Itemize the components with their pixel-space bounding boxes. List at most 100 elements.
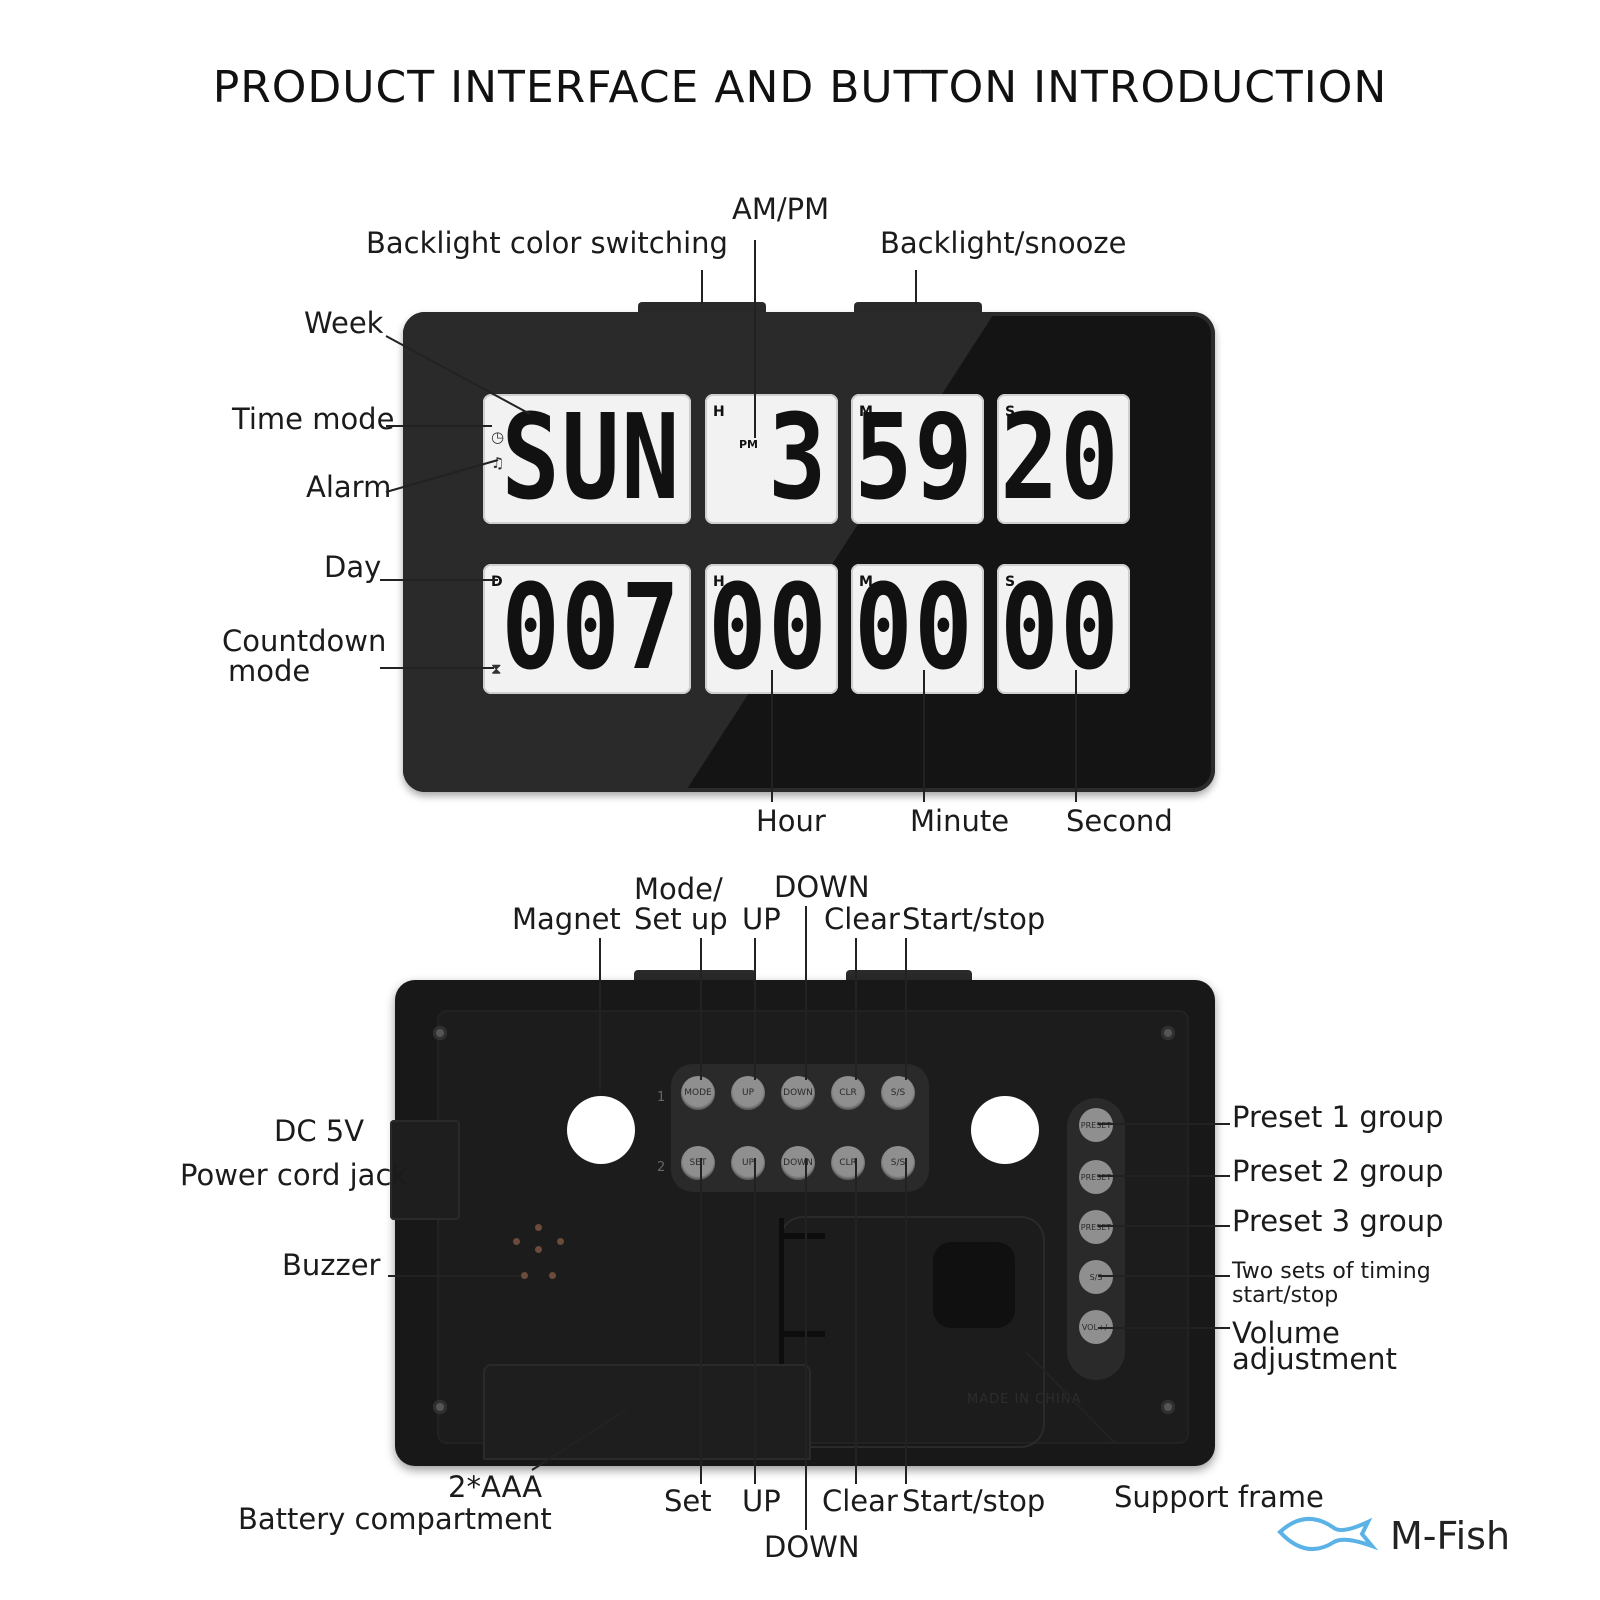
- front-display-device: ◷ ♫ SUN H PM 3 M 59 S 20 D ⧗ 007 H 00 M …: [403, 312, 1215, 792]
- brand-logo-text: M-Fish: [1390, 1514, 1511, 1558]
- label-alarm: Alarm: [306, 470, 392, 504]
- countdown-second-tag: S: [1005, 574, 1016, 590]
- label-start-stop-bottom: Start/stop: [902, 1484, 1046, 1518]
- label-two-sets-2: start/stop: [1232, 1283, 1339, 1308]
- down-button-2[interactable]: DOWN: [781, 1146, 815, 1180]
- top-button-left[interactable]: [634, 970, 756, 980]
- countdown-minute-tag: M: [859, 574, 873, 590]
- label-support-frame: Support frame: [1114, 1480, 1324, 1514]
- week-value: SUN: [501, 394, 681, 524]
- preset-2-button[interactable]: PRESET: [1079, 1160, 1113, 1194]
- screw-icon: [433, 1026, 447, 1040]
- label-preset-2: Preset 2 group: [1232, 1154, 1444, 1188]
- label-start-stop-top: Start/stop: [902, 902, 1046, 936]
- countdown-hour-cell: H 00: [705, 564, 838, 694]
- button-panel: MODE UP DOWN CLR S/S SET UP DOWN CLR S/S: [671, 1064, 929, 1192]
- up-button-1[interactable]: UP: [731, 1076, 765, 1110]
- row-number-1: 1: [657, 1090, 666, 1105]
- label-buzzer: Buzzer: [282, 1248, 381, 1282]
- magnet-left: [567, 1096, 635, 1164]
- label-preset-3: Preset 3 group: [1232, 1204, 1444, 1238]
- clock-icon: ◷: [491, 428, 505, 446]
- hour-tag: H: [713, 404, 725, 420]
- volume-button[interactable]: VOL+/-: [1079, 1310, 1113, 1344]
- row-number-2: 2: [657, 1160, 666, 1175]
- mode-button-1[interactable]: MODE: [681, 1076, 715, 1110]
- up-button-2[interactable]: UP: [731, 1146, 765, 1180]
- page-title: PRODUCT INTERFACE AND BUTTON INTRODUCTIO…: [212, 62, 1388, 113]
- screw-icon: [433, 1400, 447, 1414]
- hourglass-icon: ⧗: [491, 660, 502, 678]
- label-backlight-snooze: Backlight/snooze: [880, 226, 1127, 260]
- countdown-second-value: 00: [1000, 564, 1120, 694]
- minute-cell: M 59: [851, 394, 984, 524]
- set-button-2[interactable]: SET: [681, 1146, 715, 1180]
- label-up-top: UP: [742, 902, 781, 936]
- label-dc-2: Power cord jack: [180, 1158, 409, 1192]
- countdown-second-cell: S 00: [997, 564, 1130, 694]
- preset-3-button[interactable]: PRESET: [1079, 1210, 1113, 1244]
- second-tag: S: [1005, 404, 1016, 420]
- label-two-sets-1: Two sets of timing: [1232, 1259, 1431, 1284]
- label-up-bottom: UP: [742, 1484, 781, 1518]
- clear-button-2[interactable]: CLR: [831, 1146, 865, 1180]
- hour-cell: H PM 3: [705, 394, 838, 524]
- down-button-1[interactable]: DOWN: [781, 1076, 815, 1110]
- countdown-minute-value: 00: [854, 564, 974, 694]
- backlight-snooze-button[interactable]: [854, 302, 982, 312]
- label-battery-2: Battery compartment: [238, 1502, 552, 1536]
- two-sets-start-stop-button[interactable]: S/S: [1079, 1260, 1113, 1294]
- fish-logo-icon: [1277, 1516, 1379, 1551]
- preset-1-button[interactable]: PRESET: [1079, 1108, 1113, 1142]
- label-volume-1: Volume: [1232, 1316, 1340, 1350]
- label-second: Second: [1066, 804, 1173, 838]
- label-clear-bottom: Clear: [822, 1484, 898, 1518]
- label-mode-1: Mode/: [634, 872, 723, 906]
- support-frame-pad: [933, 1242, 1015, 1328]
- second-value: 20: [1000, 394, 1120, 524]
- countdown-hour-value: 00: [708, 564, 828, 694]
- label-down-bottom: DOWN: [764, 1530, 860, 1564]
- magnet-right: [971, 1096, 1039, 1164]
- minute-tag: M: [859, 404, 873, 420]
- label-magnet: Magnet: [512, 902, 621, 936]
- day-tag: D: [491, 574, 503, 590]
- label-countdown-2: mode: [228, 654, 311, 688]
- label-mode-2: Set up: [634, 902, 728, 936]
- minute-value: 59: [854, 394, 974, 524]
- label-volume-2: adjustment: [1232, 1342, 1397, 1376]
- backlight-color-button[interactable]: [638, 302, 766, 312]
- countdown-minute-cell: M 00: [851, 564, 984, 694]
- label-set-bottom: Set: [664, 1484, 712, 1518]
- countdown-day-cell: D ⧗ 007: [483, 564, 691, 694]
- label-clear-top: Clear: [824, 902, 900, 936]
- battery-cover[interactable]: [483, 1364, 811, 1460]
- label-preset-1: Preset 1 group: [1232, 1100, 1444, 1134]
- label-down-top: DOWN: [774, 870, 870, 904]
- label-time-mode: Time mode: [232, 402, 395, 436]
- made-in-china-stamp: MADE IN CHINA: [967, 1392, 1082, 1407]
- screw-icon: [1161, 1400, 1175, 1414]
- hour-value: 3: [768, 394, 828, 524]
- support-frame-hook: [779, 1218, 825, 1366]
- label-dc-1: DC 5V: [274, 1114, 365, 1148]
- countdown-hour-tag: H: [713, 574, 725, 590]
- pm-indicator: PM: [739, 438, 759, 451]
- label-am-pm: AM/PM: [732, 192, 830, 226]
- back-device: 1 2 MODE UP DOWN CLR S/S SET UP DOWN CLR…: [390, 980, 1215, 1466]
- side-button-column: PRESET PRESET PRESET S/S VOL+/-: [1067, 1098, 1125, 1380]
- label-hour: Hour: [756, 804, 826, 838]
- start-stop-button-1[interactable]: S/S: [881, 1076, 915, 1110]
- label-week: Week: [304, 306, 384, 340]
- label-countdown-1: Countdown: [222, 624, 387, 658]
- top-button-right[interactable]: [846, 970, 972, 980]
- start-stop-button-2[interactable]: S/S: [881, 1146, 915, 1180]
- label-minute: Minute: [910, 804, 1010, 838]
- power-jack[interactable]: [390, 1120, 460, 1220]
- week-cell: ◷ ♫ SUN: [483, 394, 691, 524]
- clear-button-1[interactable]: CLR: [831, 1076, 865, 1110]
- second-cell: S 20: [997, 394, 1130, 524]
- label-day: Day: [324, 550, 382, 584]
- glass-reflection: [403, 312, 995, 792]
- label-backlight-color: Backlight color switching: [366, 226, 728, 260]
